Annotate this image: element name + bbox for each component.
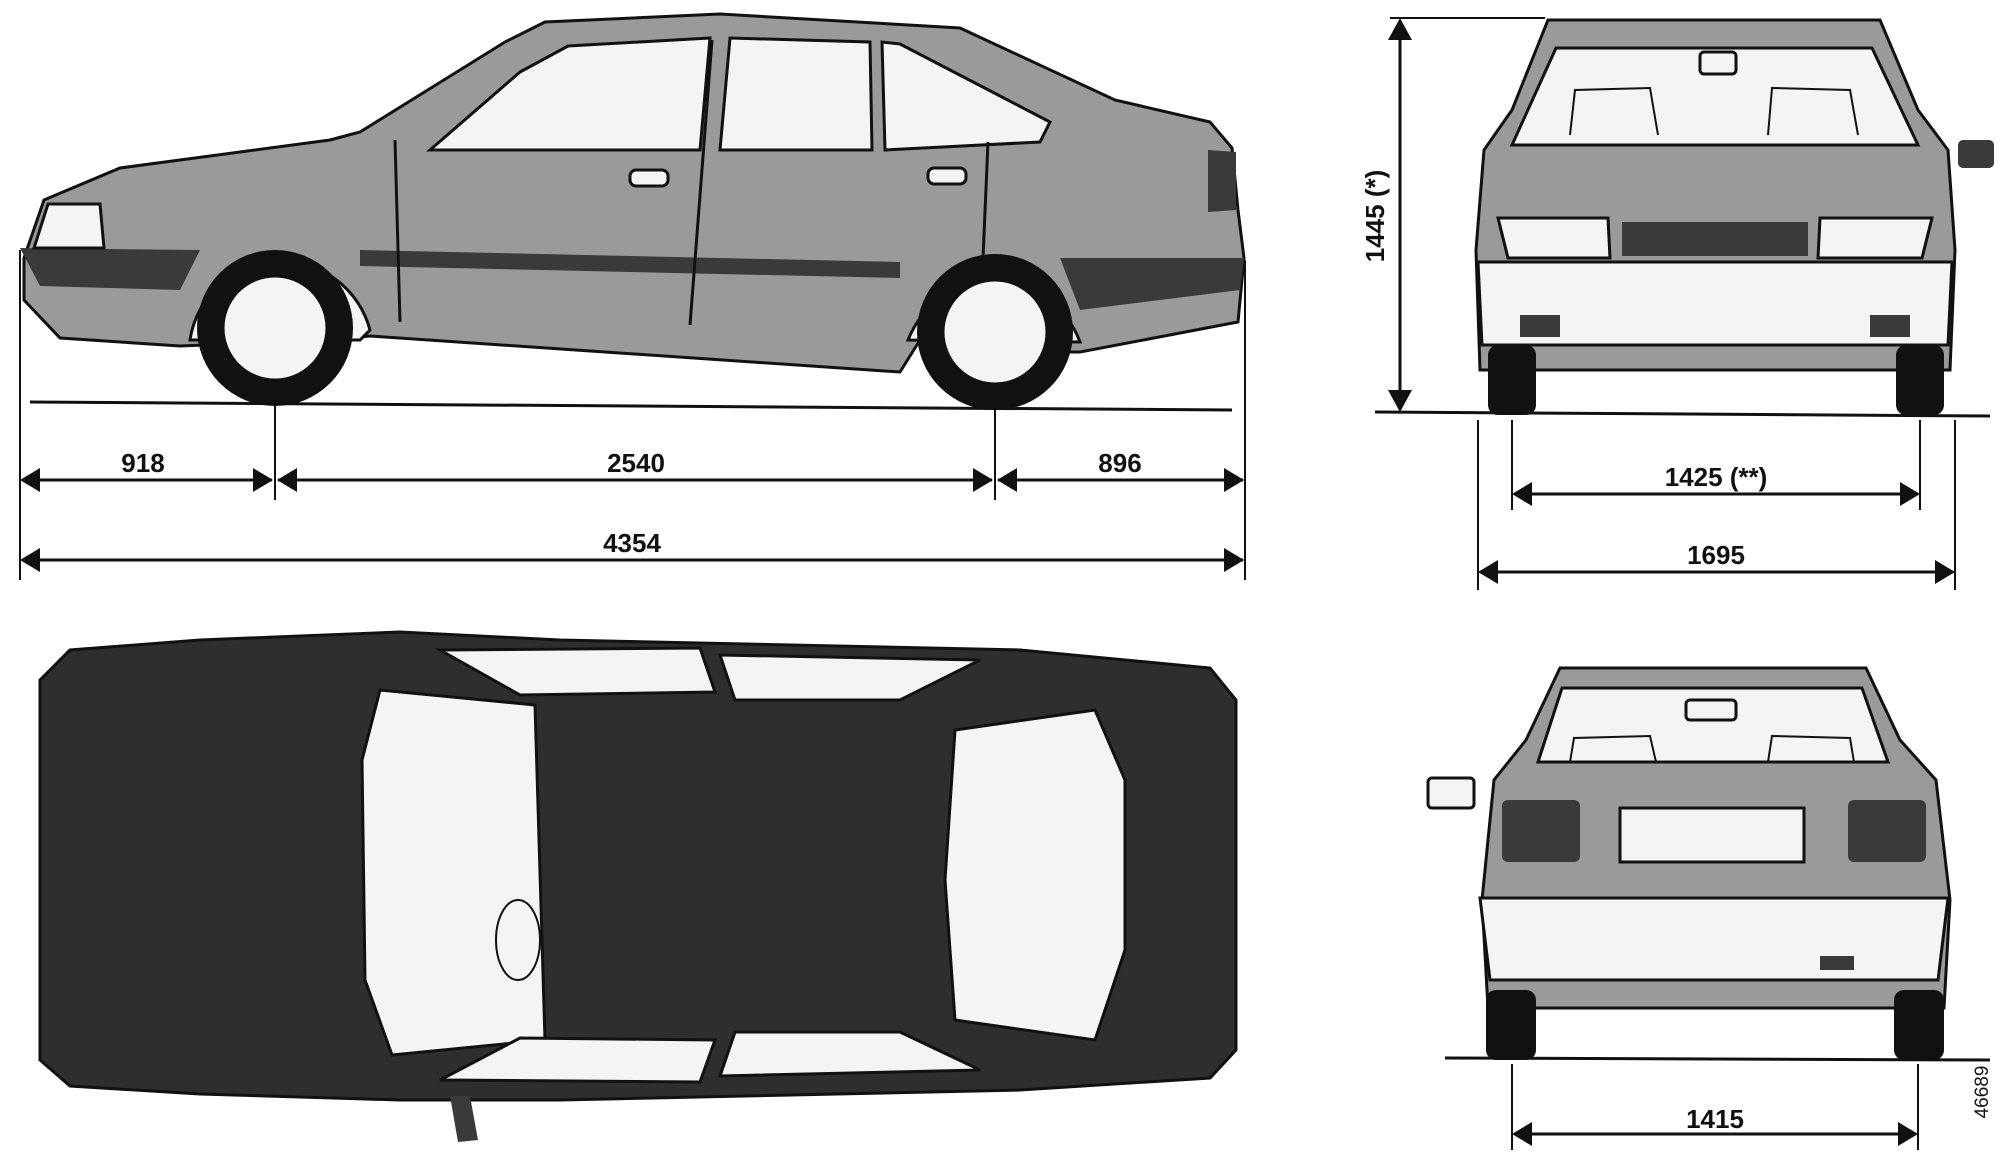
- drawing-reference-number: 46689: [1972, 1066, 1993, 1119]
- dim-front-track: 1425 (**): [1665, 462, 1768, 492]
- dim-overall-width: 1695: [1687, 540, 1745, 570]
- dim-height: 1445 (*): [1360, 170, 1390, 263]
- dim-rear-overhang: 896: [1098, 448, 1141, 478]
- front-dimension-lines: 1445 (*) 1425 (**) 1695: [1360, 17, 1956, 590]
- front-view: [1374, 18, 1994, 418]
- dim-wheelbase: 2540: [607, 448, 665, 478]
- rear-view: [1426, 666, 1991, 1062]
- side-dimension-lines: 918 2540 896 4354: [19, 250, 1246, 580]
- dim-overall-length: 4354: [603, 528, 661, 558]
- dim-front-overhang: 918: [121, 448, 164, 478]
- top-view: [38, 630, 1238, 1142]
- dim-rear-track: 1415: [1686, 1104, 1744, 1134]
- side-view: [20, 12, 1246, 412]
- rear-dimension-lines: 1415: [1511, 1064, 1919, 1150]
